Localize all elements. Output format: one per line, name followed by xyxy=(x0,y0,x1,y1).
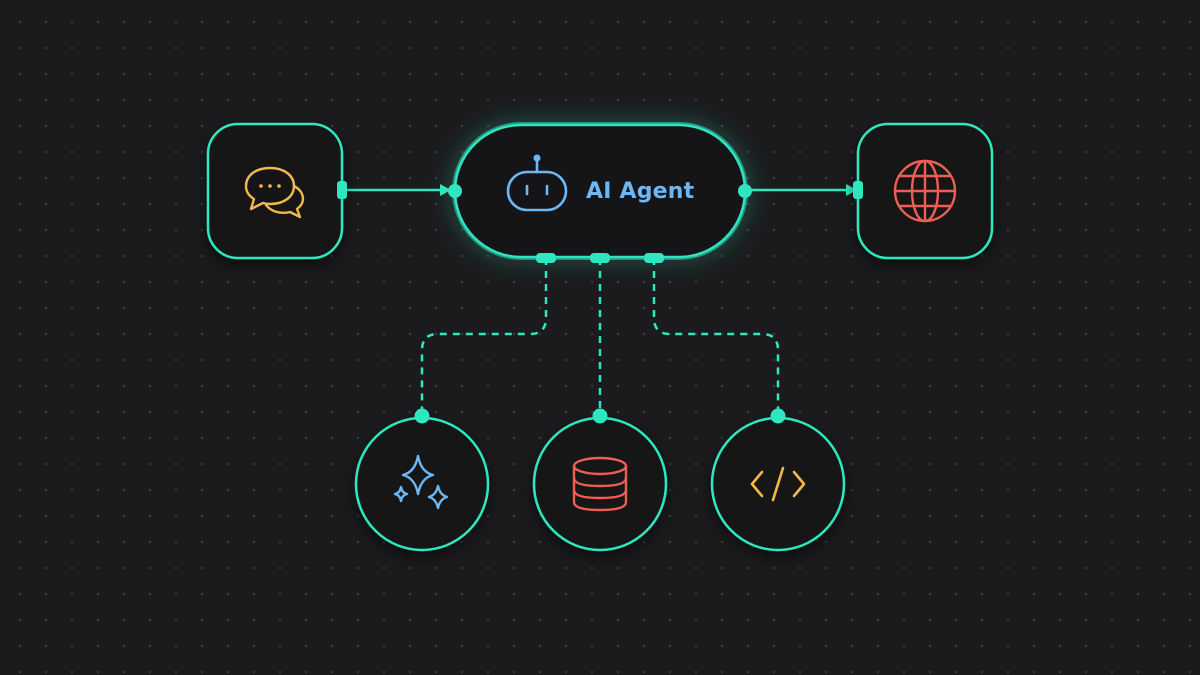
connector-agent-to-output xyxy=(744,184,857,196)
agent-input-port[interactable] xyxy=(448,184,462,198)
globe-icon xyxy=(893,159,957,223)
agent-output-port[interactable] xyxy=(738,184,752,198)
connector-input-to-agent xyxy=(342,184,451,196)
tool-database-port[interactable] xyxy=(592,408,608,424)
robot-icon xyxy=(506,154,568,212)
agent-tool-port-2[interactable] xyxy=(590,253,610,263)
connector-agent-to-code xyxy=(652,258,780,416)
sparkles-icon xyxy=(393,454,449,510)
database-icon xyxy=(572,456,628,512)
agent-label: AI Agent xyxy=(586,179,695,204)
tool-sparkles-port[interactable] xyxy=(414,408,430,424)
agent-tool-port-3[interactable] xyxy=(644,253,664,263)
chat-bubbles-icon xyxy=(244,166,305,219)
output-node-port[interactable] xyxy=(853,181,863,199)
agent-tool-port-1[interactable] xyxy=(536,253,556,263)
tool-node-database[interactable] xyxy=(532,416,668,552)
tool-code-port[interactable] xyxy=(770,408,786,424)
input-node-port[interactable] xyxy=(337,181,347,199)
connector-agent-to-sparkles xyxy=(420,258,548,416)
code-icon xyxy=(750,466,806,502)
